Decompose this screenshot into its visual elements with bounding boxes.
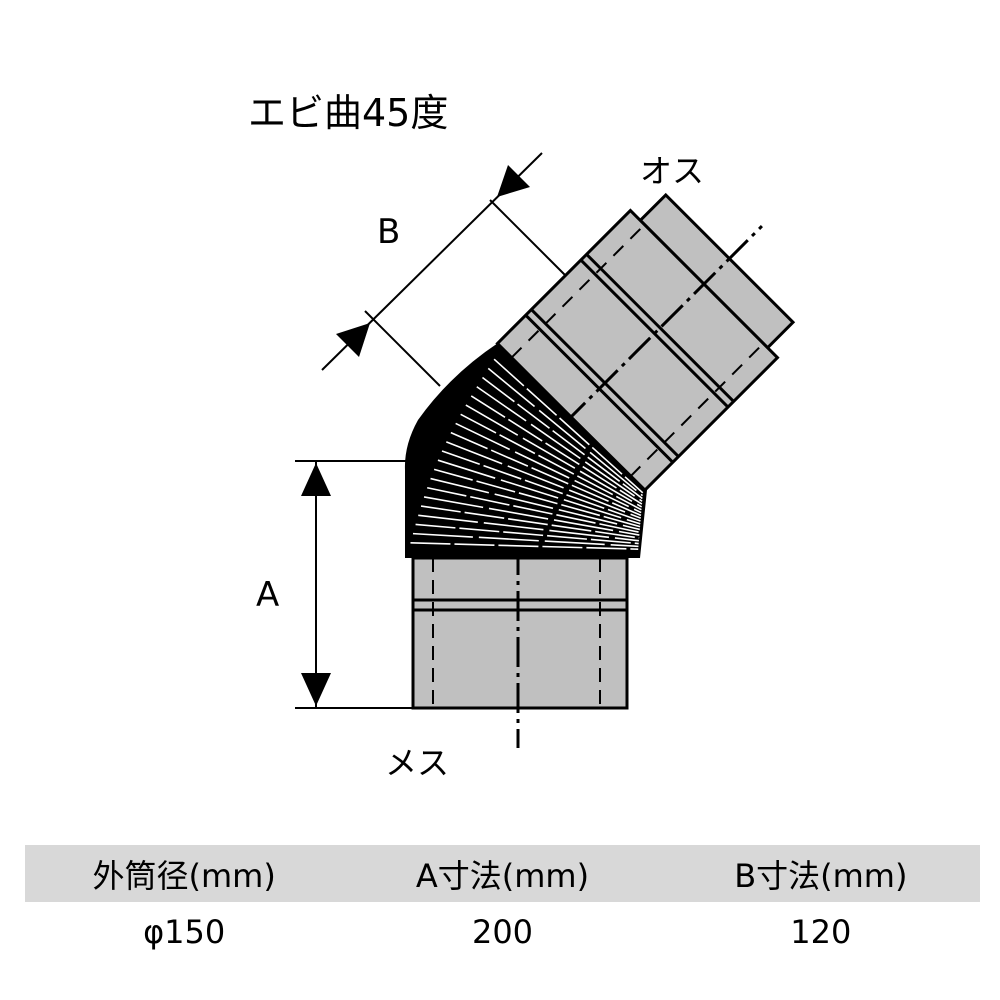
corrugation-ridge — [427, 486, 640, 534]
cell-a-dimension: 200 — [471, 913, 534, 951]
female-pipe-section — [411, 545, 629, 748]
cell-outer-diameter: φ150 — [143, 913, 226, 951]
corrugation-ridge — [433, 468, 641, 528]
corrugation-ridge — [455, 422, 642, 514]
corrugation-ridge — [410, 542, 639, 550]
corrugation-ridge — [423, 496, 640, 536]
spec-table: 外筒径(mm) A寸法(mm) B寸法(mm) φ150 200 120 — [25, 845, 980, 962]
corrugation-ridge — [476, 386, 643, 502]
male-label: オス — [640, 152, 705, 190]
dimension-b-label: B — [377, 212, 401, 252]
table-header-row: 外筒径(mm) A寸法(mm) B寸法(mm) — [25, 845, 980, 902]
corrugation-ridge — [412, 532, 639, 548]
corrugation-ridge — [415, 523, 639, 545]
female-label: メス — [385, 744, 450, 782]
header-a-dimension: A寸法(mm) — [343, 845, 662, 902]
corrugation-ridge — [430, 477, 641, 531]
corrugation-ridge — [418, 514, 640, 542]
dimension-b — [321, 152, 566, 387]
dimension-a-label: A — [256, 575, 280, 615]
corrugation-ridge — [465, 404, 643, 508]
diagram-title: エビ曲45度 — [248, 91, 449, 135]
header-b-dimension: B寸法(mm) — [661, 845, 980, 902]
cell-b-dimension: 120 — [790, 913, 852, 951]
corrugation-ridge — [481, 376, 643, 500]
corrugation-ridge — [441, 450, 641, 522]
corrugation-ridge — [493, 358, 644, 494]
corrugation-ridge — [446, 441, 642, 519]
corrugation-ridge — [420, 505, 640, 539]
corrugated-bend — [404, 343, 647, 558]
corrugation-ridge — [460, 413, 642, 511]
corrugation-ridge — [487, 367, 644, 497]
corrugation-ridge — [450, 431, 642, 517]
table-row: φ150 200 120 — [25, 902, 980, 962]
corrugation-ridge — [437, 459, 641, 525]
dimension-a — [295, 460, 415, 709]
header-outer-diameter: 外筒径(mm) — [25, 845, 344, 902]
corrugation-ridge — [470, 395, 643, 505]
male-pipe-section — [495, 192, 796, 493]
